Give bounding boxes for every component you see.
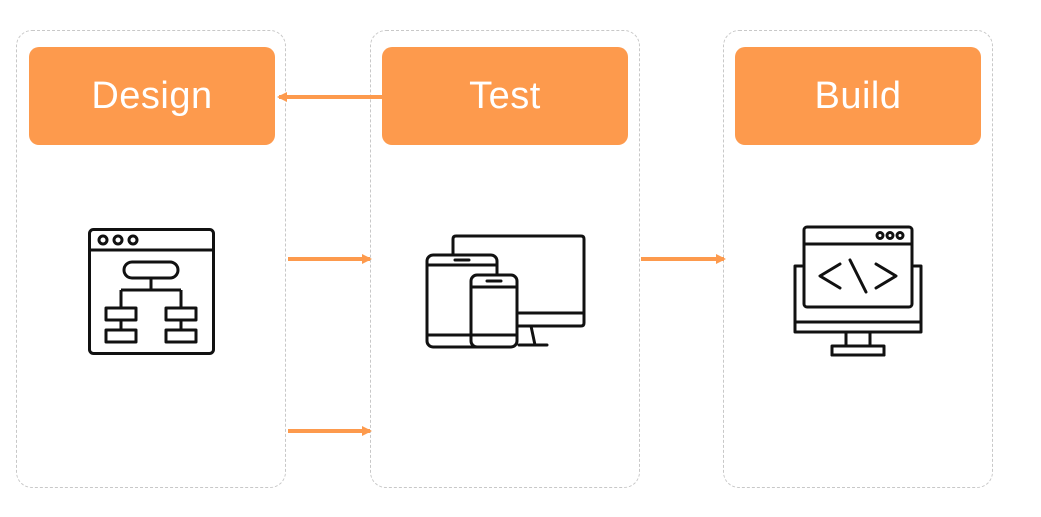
- multi-device-icon: [425, 234, 586, 349]
- stage-header-design: Design: [29, 47, 275, 145]
- stage-column-design: [16, 30, 286, 488]
- code-monitor-icon: [793, 225, 923, 357]
- stage-header-build: Build: [735, 47, 981, 145]
- stage-header-test: Test: [382, 47, 628, 145]
- flowchart-window-icon: [88, 228, 215, 355]
